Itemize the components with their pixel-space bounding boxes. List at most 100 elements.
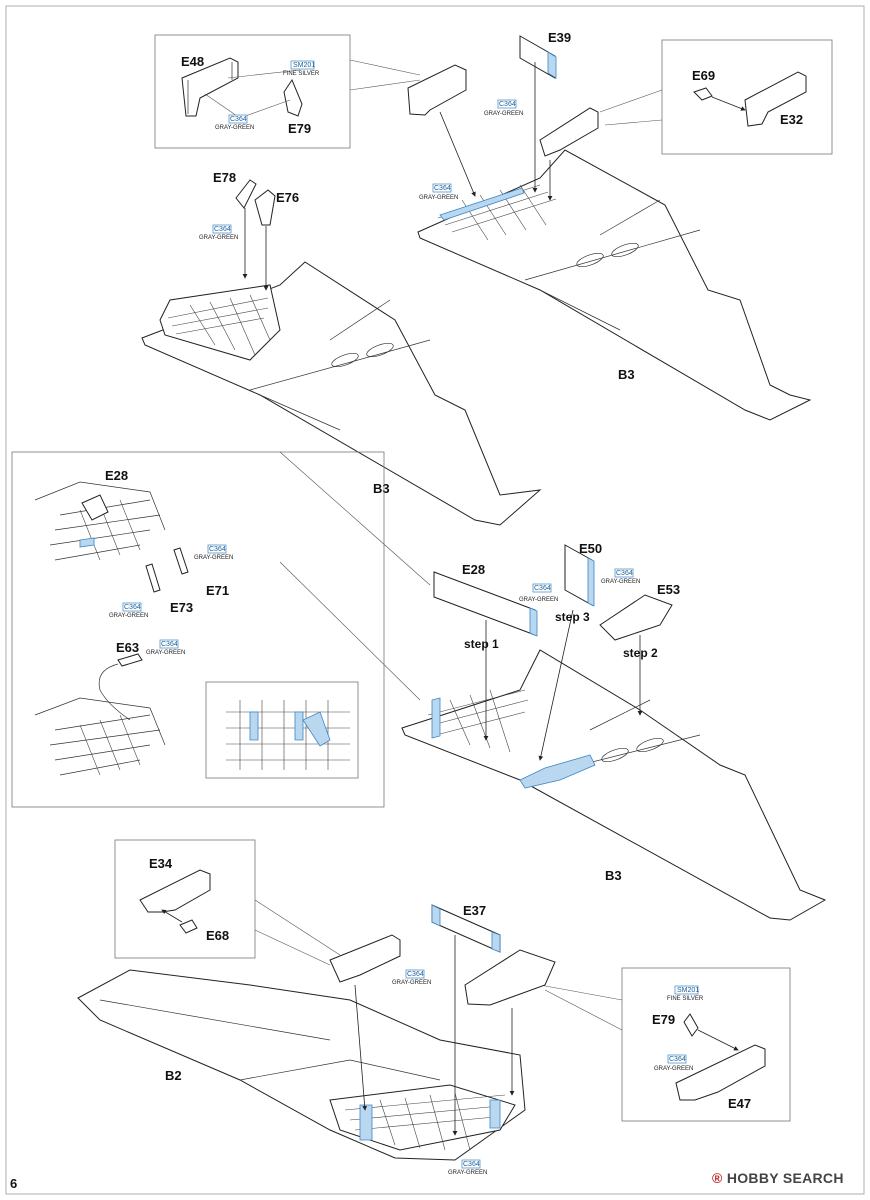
detail-box <box>11 451 385 808</box>
paint-name: GRAY-GREEN <box>419 195 458 201</box>
part-e34-assembly <box>329 934 401 983</box>
label-e53: E53 <box>657 582 680 597</box>
detail-box <box>114 839 256 959</box>
label-e78: E78 <box>213 170 236 185</box>
label-b3-steps: B3 <box>605 868 622 883</box>
label-e39: E39 <box>548 30 571 45</box>
part-e63 <box>117 653 143 667</box>
paint-code: C364 <box>616 570 633 577</box>
paint-name: GRAY-GREEN <box>194 555 233 561</box>
paint-name: GRAY-GREEN <box>519 597 558 603</box>
paint-name: GRAY-GREEN <box>109 613 148 619</box>
label-e48: E48 <box>181 54 204 69</box>
paint-code: C364 <box>434 185 451 192</box>
paint-name: GRAY-GREEN <box>484 111 523 117</box>
paint-name-silver: FINE SILVER <box>667 996 704 1002</box>
assembly-b3-steps: E28 E50 E53 step 1 step 2 step 3 B3 C364… <box>401 541 827 921</box>
paint-swatch-gray-green <box>228 114 248 124</box>
wing-b3-top <box>417 149 812 421</box>
label-e34: E34 <box>149 856 173 871</box>
label-b2: B2 <box>165 1068 182 1083</box>
detail-box <box>621 967 791 1122</box>
label-e73: E73 <box>170 600 193 615</box>
paint-swatch-silver <box>290 60 315 70</box>
label-step3: step 3 <box>555 610 590 624</box>
paint-area <box>439 187 525 221</box>
paint-code-silver: SM201 <box>677 987 699 994</box>
paint-floor-area <box>519 754 596 789</box>
label-e47: E47 <box>728 1096 751 1111</box>
label-step1: step 1 <box>464 637 499 651</box>
watermark-logo-icon: ® <box>712 1170 723 1186</box>
label-step2: step 2 <box>623 646 658 660</box>
label-e50: E50 <box>579 541 602 556</box>
part-e47-shape <box>675 1044 766 1101</box>
label-e32: E32 <box>780 112 803 127</box>
paint-name: GRAY-GREEN <box>448 1170 487 1176</box>
part-e28-sketch <box>81 494 109 521</box>
part-e68-shape <box>179 919 198 934</box>
label-e79-lower: E79 <box>652 1012 675 1027</box>
part-e73 <box>145 563 161 593</box>
part-e79-lower-shape <box>683 1013 699 1037</box>
paint-code: C364 <box>669 1056 686 1063</box>
assembly-b3-top: E39 B3 C364 GRAY-GREEN C364 GRAY-GREEN <box>407 30 812 421</box>
paint-name: GRAY-GREEN <box>654 1066 693 1072</box>
paint-name: GRAY-GREEN <box>199 235 238 241</box>
label-e37: E37 <box>463 903 486 918</box>
cockpit-floor-b2 <box>329 1084 516 1151</box>
label-e63: E63 <box>116 640 139 655</box>
part-e53 <box>599 594 673 641</box>
label-e76: E76 <box>276 190 299 205</box>
part-e32-shape <box>744 71 807 127</box>
detail-e79-e47: SM201 FINE SILVER C364 GRAY-GREEN E79 E4… <box>539 967 791 1122</box>
detail-e48-e79: E48 E79 SM201 FINE SILVER C364 GRAY-GREE… <box>154 34 421 149</box>
paint-code: C364 <box>161 641 178 648</box>
paint-code: C364 <box>499 101 516 108</box>
part-e78 <box>235 179 257 209</box>
paint-name: GRAY-GREEN <box>146 650 185 656</box>
paint-name-silver: FINE SILVER <box>283 71 320 77</box>
paint-code: C364 <box>214 226 231 233</box>
paint-code-gray-green: C364 <box>230 116 247 123</box>
assembly-b3-middle: E78 E76 B3 C364 GRAY-GREEN <box>141 170 542 526</box>
paint-name: GRAY-GREEN <box>601 579 640 585</box>
label-e28-detail: E28 <box>105 468 128 483</box>
paint-name-gray-green: GRAY-GREEN <box>215 125 254 131</box>
label-e71: E71 <box>206 583 229 598</box>
paint-code: C364 <box>534 585 551 592</box>
cockpit-floor <box>159 284 281 361</box>
part-e32-assembly <box>539 107 599 157</box>
detail-box <box>154 34 351 149</box>
paint-code: C364 <box>124 604 141 611</box>
part-e39 <box>519 35 556 79</box>
hobby-search-watermark: ® HOBBY SEARCH <box>712 1170 844 1186</box>
part-e69-shape <box>693 87 713 101</box>
detail-cockpit-controls: E28 E71 E73 C364 GRAY-GREEN C364 GRAY-GR… <box>11 451 431 808</box>
part-e48-shape <box>181 57 239 117</box>
paint-code-silver: SM201 <box>293 62 315 69</box>
part-e79-shape <box>283 78 303 117</box>
paint-code: C364 <box>463 1161 480 1168</box>
paint-code: C364 <box>407 971 424 978</box>
part-e48-assembly <box>407 64 467 116</box>
inset-box <box>205 681 359 779</box>
part-e34-shape <box>139 869 211 913</box>
part-e76 <box>254 189 276 226</box>
watermark-text: HOBBY SEARCH <box>726 1170 844 1186</box>
label-e28: E28 <box>462 562 485 577</box>
paint-name: GRAY-GREEN <box>392 980 431 986</box>
label-e68: E68 <box>206 928 229 943</box>
label-b3-middle: B3 <box>373 481 390 496</box>
part-e28 <box>433 571 536 636</box>
detail-e34-e68: E34 E68 <box>114 839 341 966</box>
part-e71 <box>173 547 189 575</box>
label-e79: E79 <box>288 121 311 136</box>
assembly-b2: E37 B2 C364 GRAY-GREEN C364 GRAY-GREEN <box>77 903 556 1176</box>
page-number: 6 <box>10 1176 18 1191</box>
detail-box <box>661 39 833 155</box>
detail-e69-e32: E69 E32 <box>599 39 833 155</box>
page-border <box>5 5 865 1195</box>
label-e69: E69 <box>692 68 715 83</box>
